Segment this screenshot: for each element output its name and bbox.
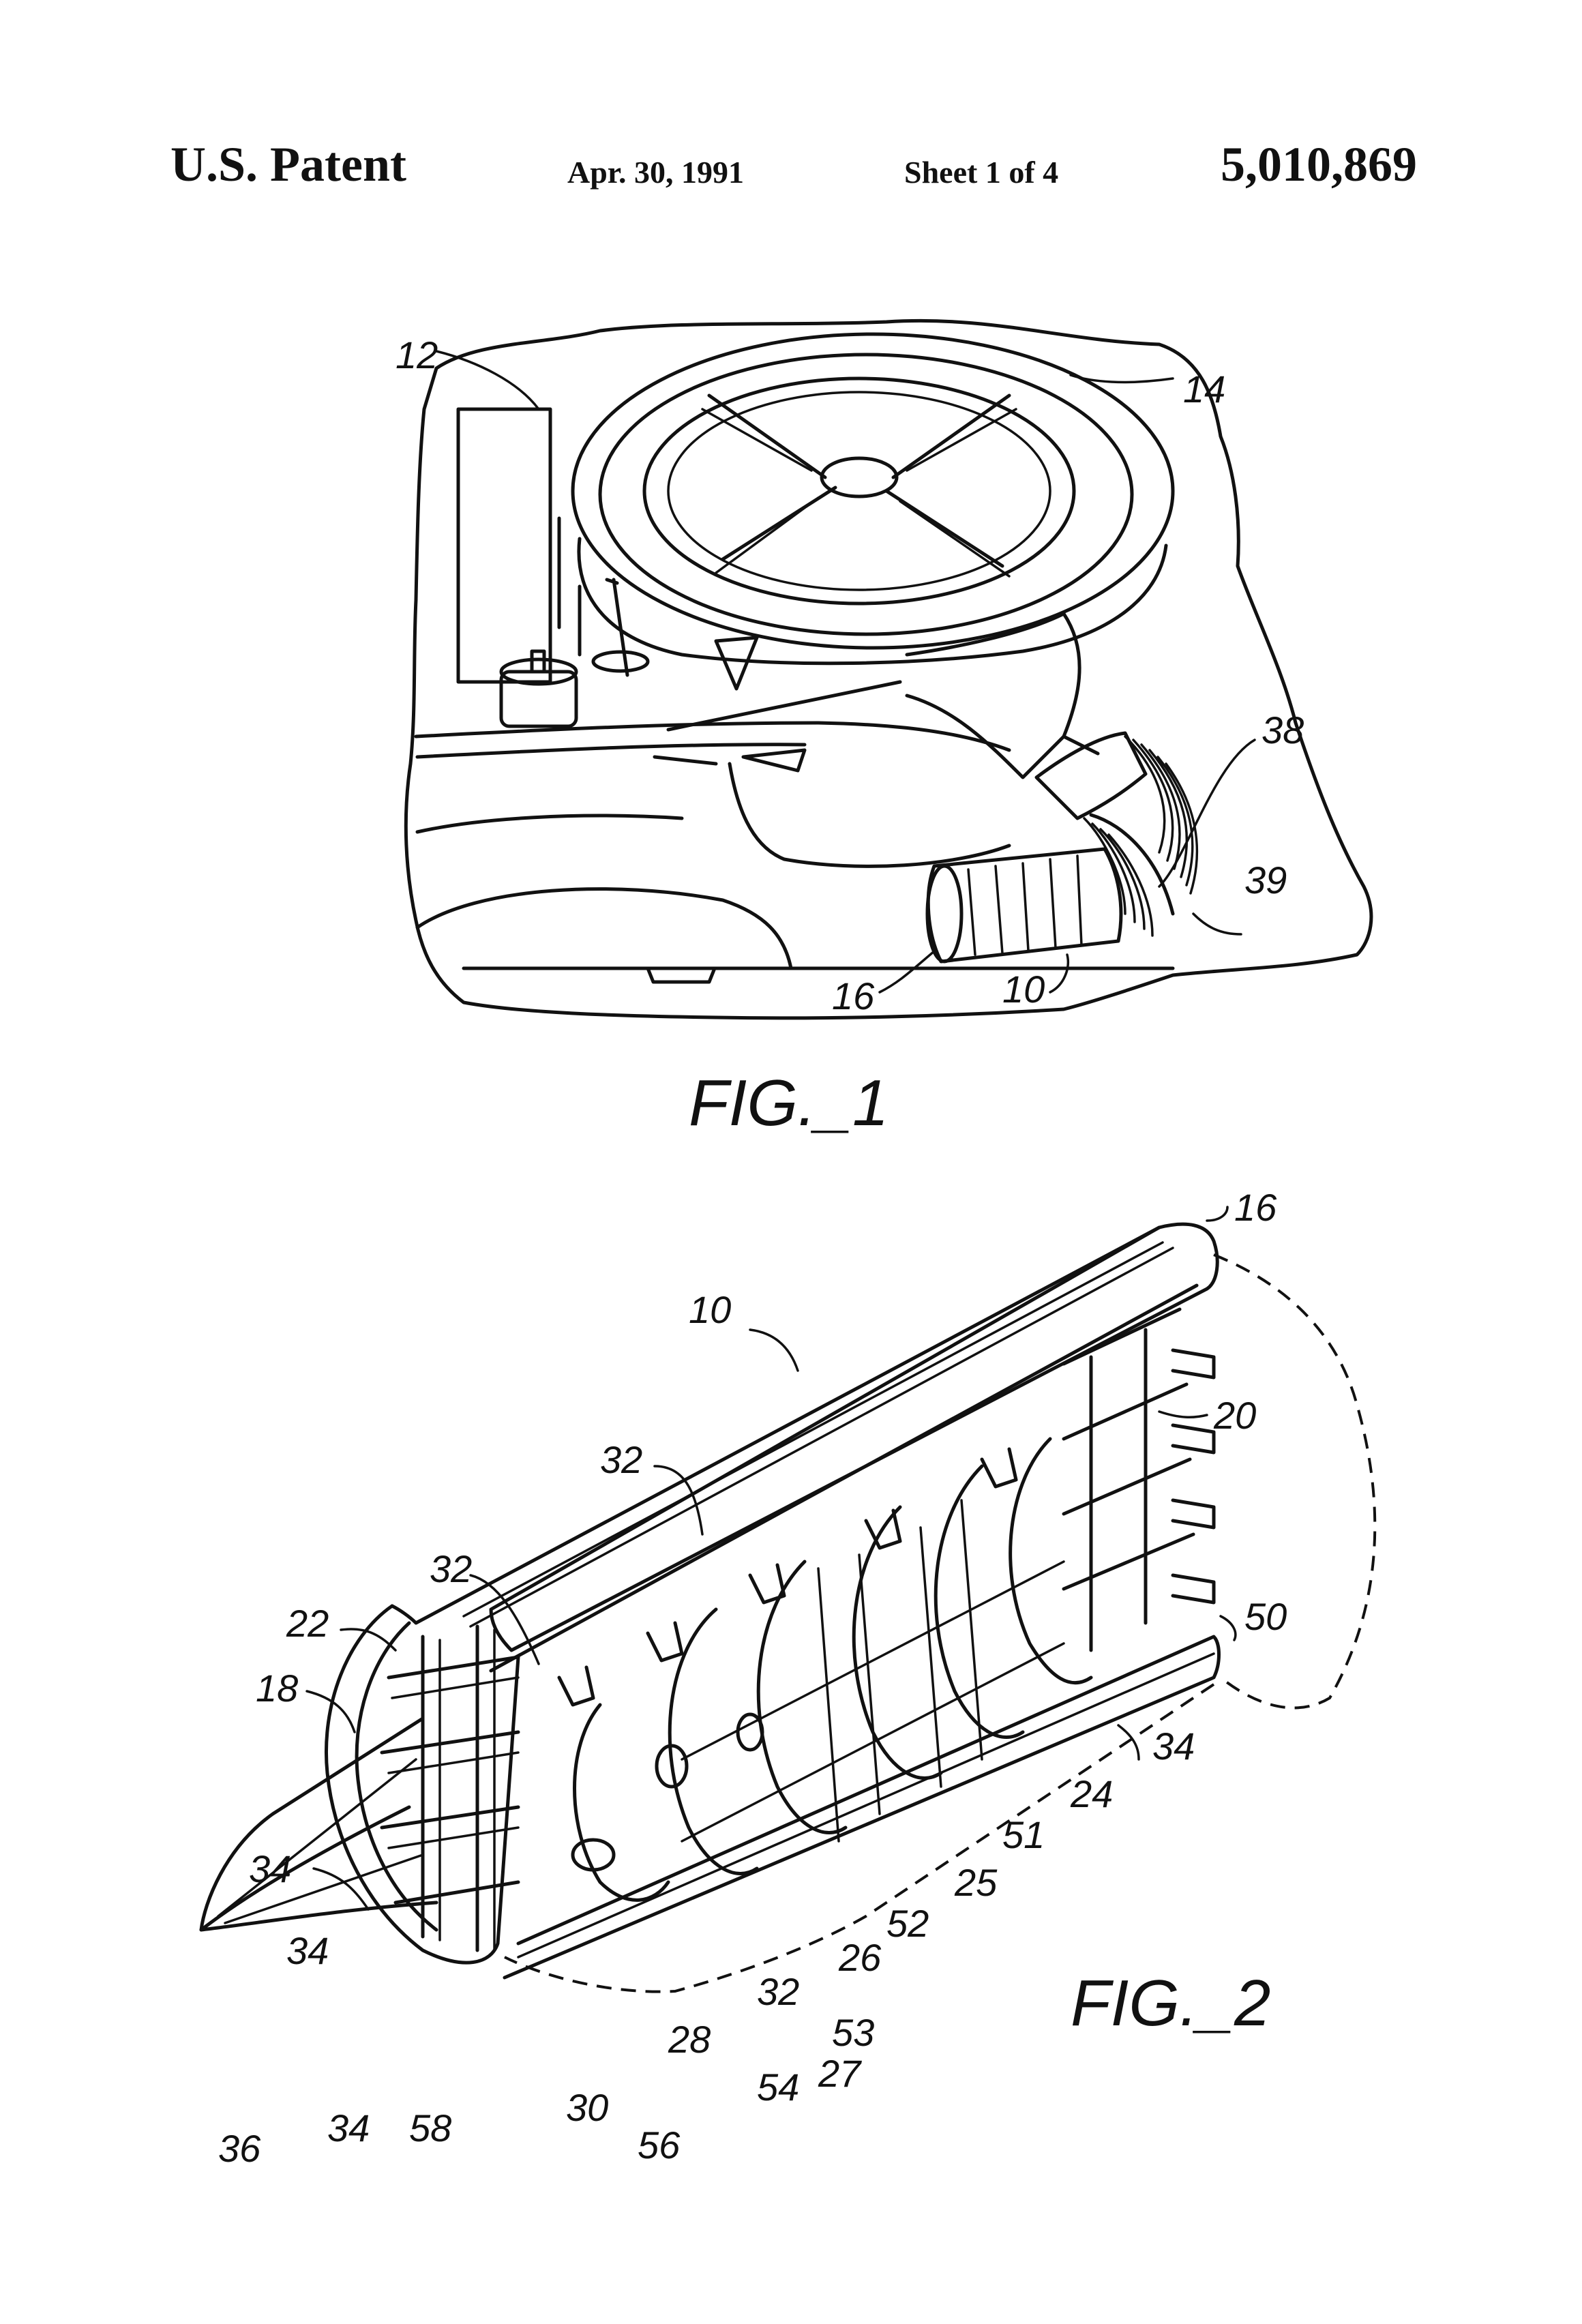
ref-39: 39 — [1244, 859, 1287, 902]
fig1-caption: FIG._1 — [689, 1067, 889, 1139]
ref-34: 34 — [249, 1847, 291, 1890]
ref-12: 12 — [395, 333, 438, 376]
ref-32: 32 — [757, 1970, 799, 2013]
ref-16: 16 — [1234, 1186, 1277, 1229]
ref-20: 20 — [1213, 1394, 1256, 1437]
flexible-hose — [1036, 733, 1197, 936]
fig1-device — [927, 849, 1121, 962]
fig2-caption: FIG._2 — [1071, 1967, 1270, 2040]
ref-52: 52 — [886, 1902, 929, 1945]
ref-10: 10 — [1002, 968, 1045, 1011]
figure-2-drawing — [201, 1224, 1375, 1991]
ref-34: 34 — [327, 2106, 370, 2149]
ref-54: 54 — [757, 2066, 799, 2109]
ref-26: 26 — [838, 1936, 882, 1979]
ref-38: 38 — [1262, 709, 1304, 751]
far-grid-ribs — [1064, 1309, 1214, 1650]
ref-58: 58 — [409, 2106, 451, 2149]
ref-10: 10 — [689, 1288, 731, 1331]
ref-28: 28 — [668, 2018, 711, 2061]
end-grid-ribs — [382, 1626, 518, 1950]
ref-30: 30 — [566, 2086, 608, 2129]
figure-1-drawing — [406, 321, 1371, 1018]
phantom-outline — [1214, 1255, 1375, 1708]
ref-32: 32 — [600, 1438, 642, 1481]
ref-51: 51 — [1002, 1813, 1045, 1856]
ref-50: 50 — [1244, 1595, 1287, 1638]
ref-36: 36 — [218, 2127, 261, 2170]
intake-duct — [907, 614, 1079, 777]
ref-56: 56 — [638, 2124, 681, 2166]
top-shell — [491, 1224, 1217, 1650]
ref-27: 27 — [818, 2052, 862, 2095]
ref-16: 16 — [832, 974, 875, 1017]
ref-34: 34 — [286, 1929, 329, 1972]
ref-34: 34 — [1152, 1725, 1195, 1768]
ref-22: 22 — [286, 1602, 329, 1645]
ref-32: 32 — [430, 1547, 472, 1590]
ref-18: 18 — [256, 1667, 298, 1710]
ref-25: 25 — [954, 1861, 998, 1904]
ref-24: 24 — [1070, 1772, 1113, 1815]
ref-53: 53 — [832, 2011, 874, 2054]
air-cleaner-rim — [600, 355, 1132, 634]
air-cleaner-outer — [573, 334, 1173, 648]
ref-14: 14 — [1183, 368, 1225, 411]
